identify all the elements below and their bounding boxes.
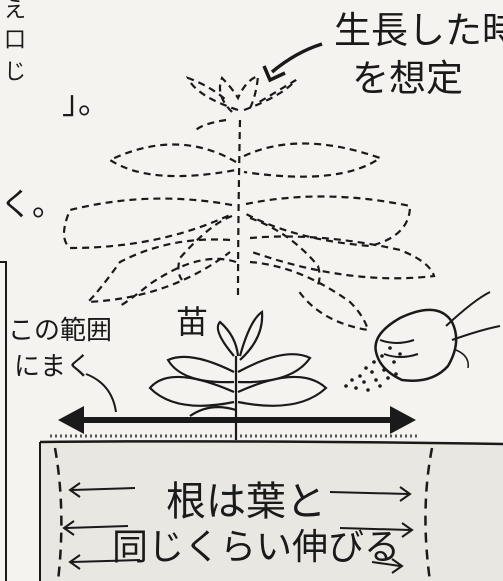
seed-dots [344,346,402,392]
grown-label-line1: 生長した時 [334,9,503,52]
edge-fragment-a: え [4,0,27,23]
range-pointer-line [85,373,117,413]
edge-fragment-bracket: 」。 [62,83,111,121]
side-text-box-edge [0,261,7,581]
edge-fragment-ku: く。 [0,185,65,223]
roots-label-line2: 同じくらい伸びる [112,527,401,568]
edge-fragment-b: 口 [4,28,27,53]
seedling-plant [148,310,328,440]
range-double-arrow [58,406,416,434]
edge-fragment-c: じ [4,60,27,85]
grown-plant-outline [62,74,436,332]
range-label-line1: この範囲 [8,316,113,346]
range-label-line2: にまく [14,352,93,382]
root-arrows [62,482,414,574]
roots-label-line1: 根は葉と [166,479,326,525]
seedling-label: 苗 [176,303,209,341]
pointer-arrow [262,42,323,83]
hand-sowing-seeds [344,291,501,392]
soil [39,434,503,581]
grown-label-line2: を想定 [352,57,463,100]
